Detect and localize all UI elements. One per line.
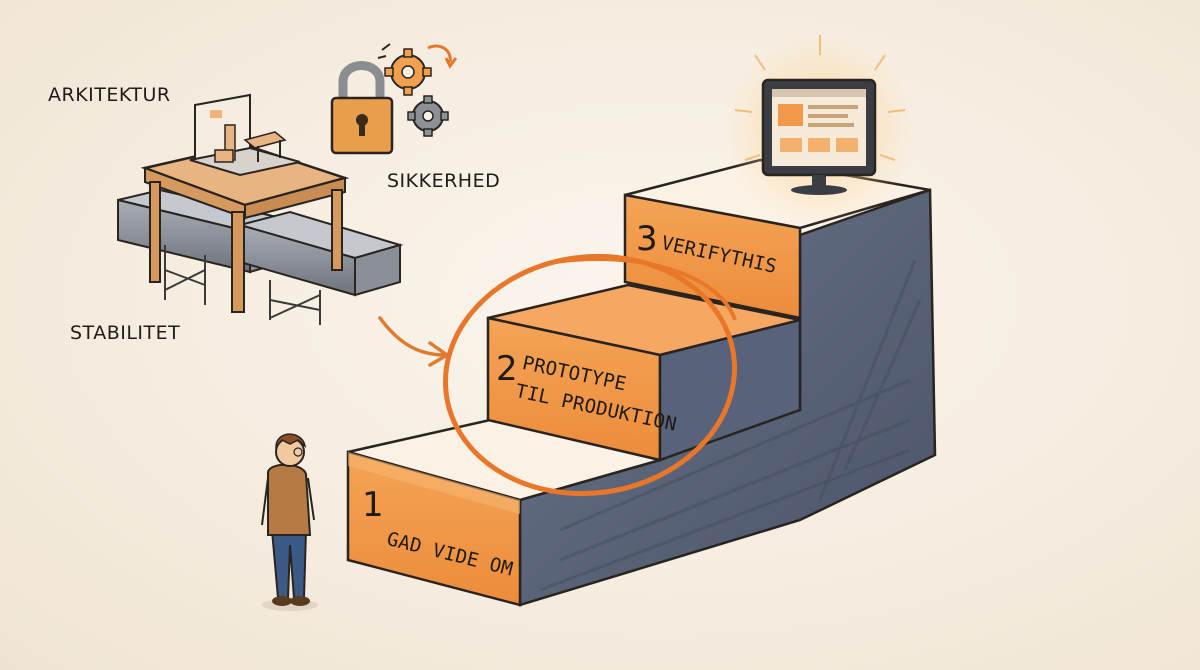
arrow-icon	[380, 318, 447, 365]
gear-icon	[385, 49, 448, 136]
lock-icon	[332, 66, 392, 154]
step-3-number: 3	[636, 222, 658, 256]
step-1-number: 1	[362, 488, 384, 522]
label-security: SIKKERHED	[387, 170, 500, 192]
step-2-number: 2	[496, 352, 518, 386]
label-architecture: ARKITEKTUR	[48, 84, 171, 106]
monitor-icon	[725, 35, 915, 225]
person-icon	[262, 434, 318, 611]
label-stability: STABILITET	[70, 322, 180, 344]
